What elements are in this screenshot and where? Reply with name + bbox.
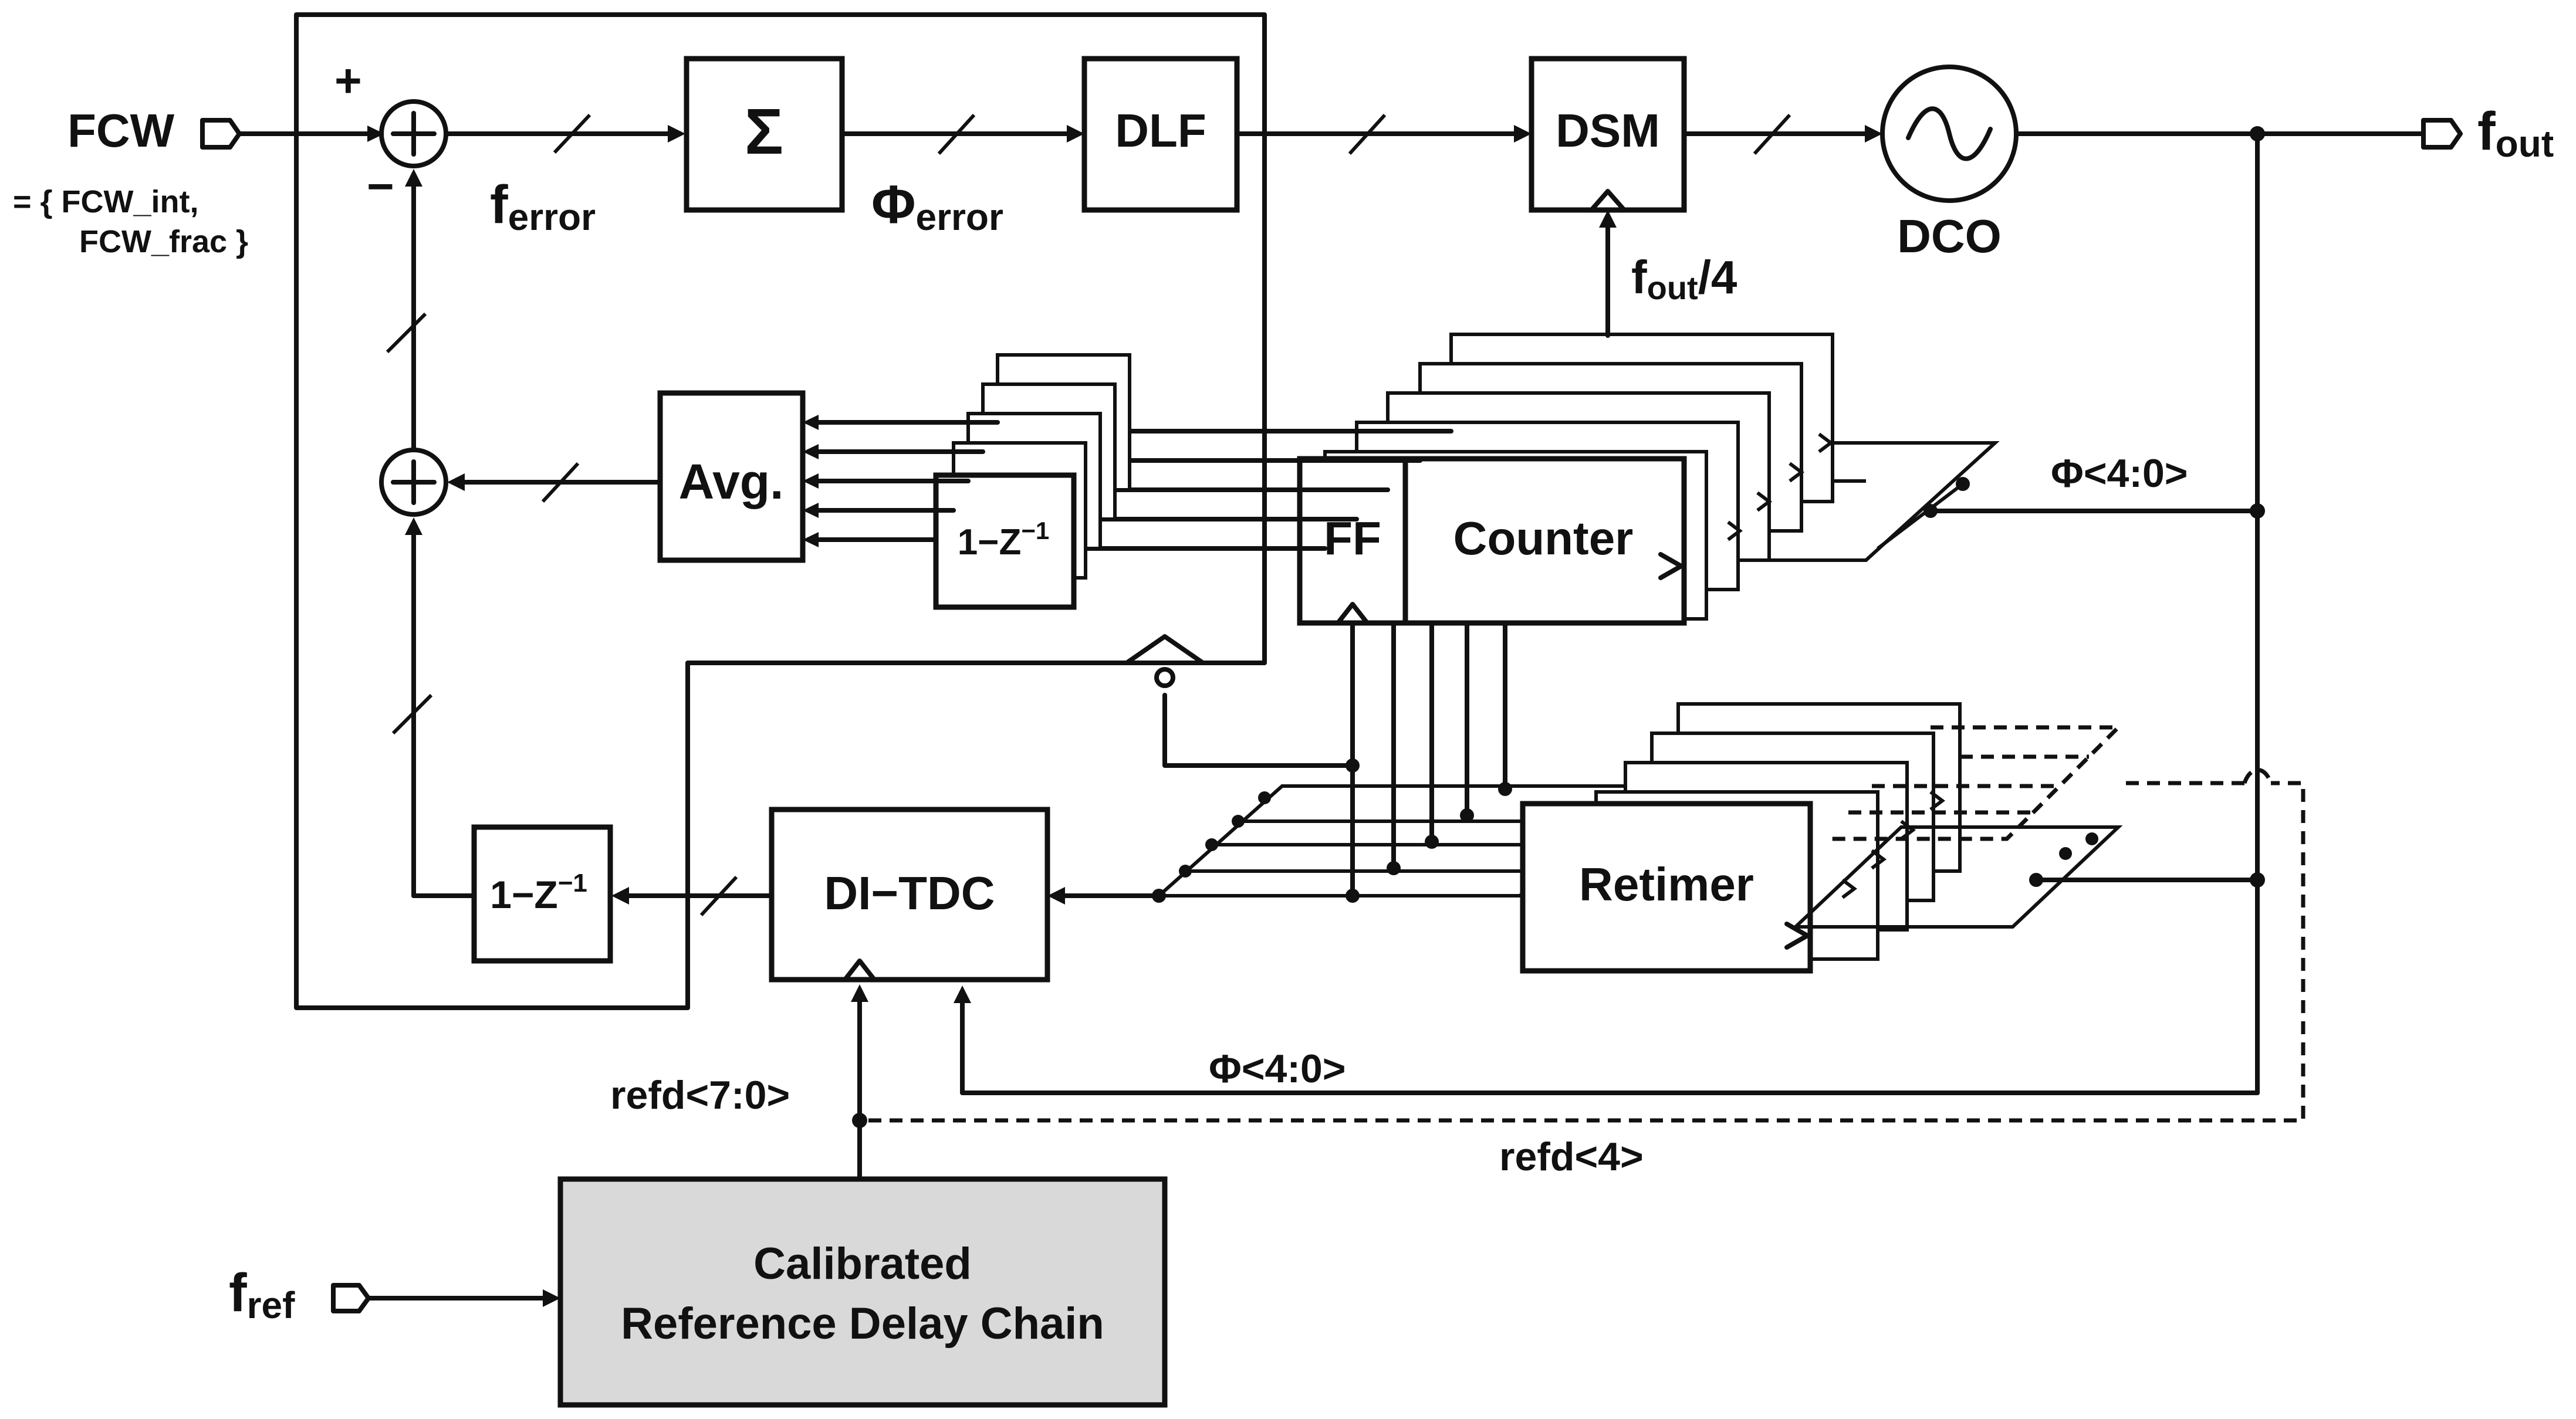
fcw-label: FCW [67,104,175,157]
sigma-label: Σ [745,96,783,168]
averager-block [657,390,806,563]
refd4-label: refd<4> [1499,1134,1644,1179]
counter-label: Counter [1453,512,1634,564]
f-error-label: ferror [490,175,596,238]
fout-div4-label: fout/4 [1631,251,1737,306]
retimer-block [1520,801,1813,974]
dlf-block [1081,56,1240,213]
crdc-line2: Reference Delay Chain [621,1299,1104,1349]
fcw-def-line1: = { FCW_int, [13,184,199,219]
digital-loop-boundary [294,12,1267,1010]
di-tdc-block [769,807,1050,983]
diff-bottom-label: 1−Z−1 [490,869,587,916]
diff-bottom-block [471,824,613,964]
phi-error-label: Φerror [871,175,1003,238]
dsm-block [1529,56,1687,213]
counter-block [1402,456,1687,626]
phase-bottom-label: Φ<4:0> [1209,1047,1346,1091]
fout-label: fout [2477,101,2554,165]
plus-sign: + [334,55,362,107]
crdc-line1: Calibrated [753,1239,972,1289]
fcw-input-port-icon [200,118,242,150]
fref-input-port-icon [331,1283,371,1313]
accumulator-block [684,56,845,213]
dco-sine-wave-icon [1880,65,2019,203]
fout-output-port-icon [2421,118,2463,150]
refd-bus-label: refd<7:0> [610,1073,790,1117]
diff-inner-label: 1−Z−1 [958,517,1049,563]
summing-junction-bottom [379,448,448,517]
di-tdc-label: DI−TDC [824,867,995,919]
diff-inner-block [933,472,1077,610]
reference-delay-chain-block [557,1176,1168,1408]
avg-label: Avg. [679,454,784,509]
retimer-label: Retimer [1579,858,1754,910]
dlf-label: DLF [1115,104,1206,157]
dsm-label: DSM [1556,104,1660,157]
dco-label: DCO [1897,210,2002,262]
fcw-def-line2: FCW_frac } [79,224,248,259]
fref-label: fref [229,1263,295,1326]
phase-top-label: Φ<4:0> [2051,451,2188,496]
summing-junction-top [379,99,448,168]
minus-sign: − [367,160,394,212]
